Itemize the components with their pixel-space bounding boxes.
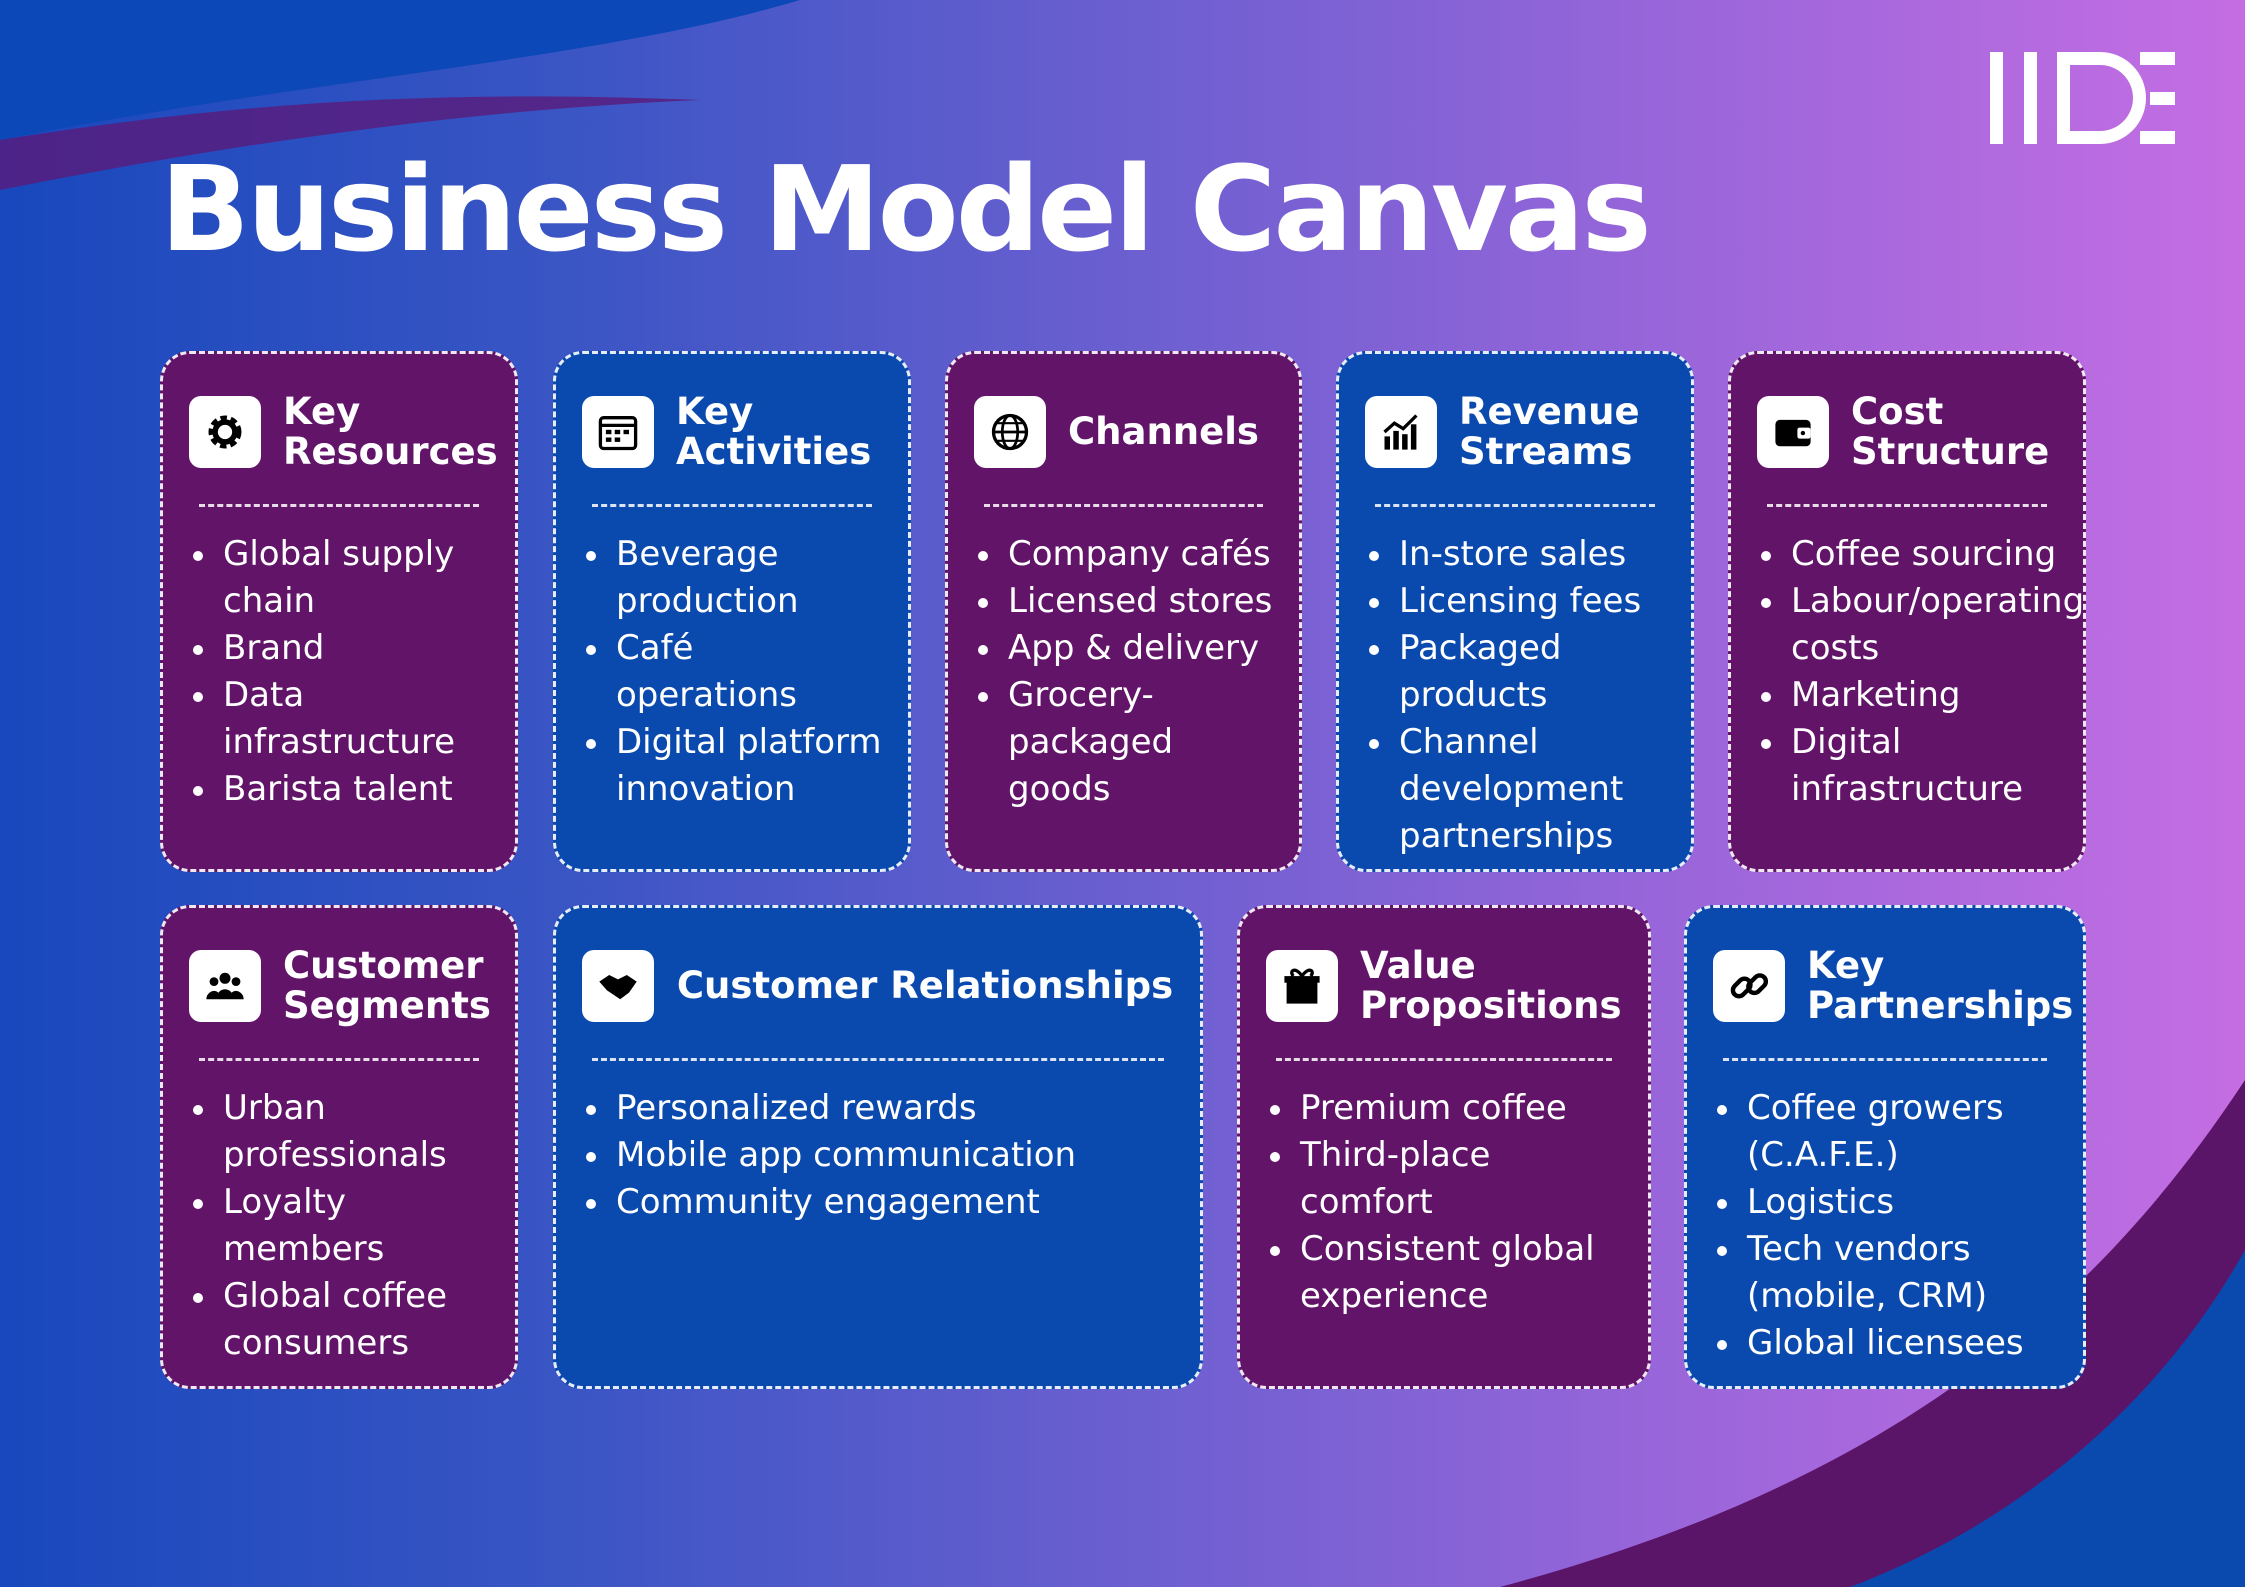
- list-item: Urban professionals: [189, 1085, 489, 1179]
- list-item: Global supply chain: [189, 531, 489, 625]
- divider: [1276, 1058, 1612, 1061]
- card-header: Value Propositions: [1266, 936, 1622, 1036]
- list-item: Brand: [189, 625, 489, 672]
- list-item: Mobile app communication: [582, 1132, 1174, 1179]
- list-item: Licensing fees: [1365, 578, 1665, 625]
- list-item: Global licensees: [1713, 1320, 2057, 1367]
- card-title: Revenue Streams: [1459, 390, 1640, 473]
- divider: [592, 1058, 1164, 1061]
- list-item: Packaged products: [1365, 625, 1665, 719]
- list-item: Premium coffee: [1266, 1085, 1622, 1132]
- wallet-icon: [1757, 396, 1829, 468]
- list-item: Company cafés: [974, 531, 1273, 578]
- list-item: Data infrastructure: [189, 672, 489, 766]
- divider: [1375, 504, 1655, 507]
- divider: [199, 1058, 479, 1061]
- divider: [592, 504, 872, 507]
- chart-icon: [1365, 396, 1437, 468]
- divider: [984, 504, 1263, 507]
- list-item: Personalized rewards: [582, 1085, 1174, 1132]
- list-item: Community engagement: [582, 1179, 1174, 1226]
- list-item: Licensed stores: [974, 578, 1273, 625]
- card-header: Key Resources: [189, 382, 498, 482]
- list-item: Grocery-packaged goods: [974, 672, 1273, 813]
- list-item: Digital platform innovation: [582, 719, 882, 813]
- card-header: Key Partnerships: [1713, 936, 2073, 1036]
- list-item: Coffee sourcing: [1757, 531, 2057, 578]
- list-item: Labour/operating costs: [1757, 578, 2084, 672]
- link-icon: [1713, 950, 1785, 1022]
- card-header: Customer Relationships: [582, 936, 1174, 1036]
- list-item: Barista talent: [189, 766, 489, 813]
- card-header: Key Activities: [582, 382, 882, 482]
- card-title: Value Propositions: [1360, 944, 1622, 1027]
- list-item: Third-place comfort: [1266, 1132, 1622, 1226]
- card-title: Customer Relationships: [676, 964, 1174, 1007]
- list-item: Café operations: [582, 625, 882, 719]
- globe-icon: [974, 396, 1046, 468]
- divider: [1767, 504, 2047, 507]
- card-title: Customer Segments: [283, 944, 491, 1027]
- list-item: Logistics: [1713, 1179, 2057, 1226]
- card-title: Cost Structure: [1851, 390, 2050, 473]
- gift-icon: [1266, 950, 1338, 1022]
- card-title: Key Partnerships: [1807, 944, 2074, 1027]
- list-item: Consistent global experience: [1266, 1226, 1622, 1320]
- list-item: Digital infrastructure: [1757, 719, 2057, 813]
- gear-icon: [189, 396, 261, 468]
- list-item: Beverage production: [582, 531, 882, 625]
- handshake-icon: [582, 950, 654, 1022]
- iide-logo: [1990, 52, 2175, 144]
- card-header: Cost Structure: [1757, 382, 2057, 482]
- list-item: Global coffee consumers: [189, 1273, 489, 1367]
- list-item: Marketing: [1757, 672, 2057, 719]
- card-title: Key Resources: [283, 390, 498, 473]
- list-item: Loyalty members: [189, 1179, 489, 1273]
- list-item: Channel development partnerships: [1365, 719, 1665, 860]
- users-icon: [189, 950, 261, 1022]
- card-header: Customer Segments: [189, 936, 491, 1036]
- card-header: Revenue Streams: [1365, 382, 1665, 482]
- card-header: Channels: [974, 382, 1273, 482]
- page-title: Business Model Canvas: [160, 140, 1652, 278]
- card-title: Key Activities: [676, 390, 872, 473]
- list-item: Tech vendors (mobile, CRM): [1713, 1226, 2057, 1320]
- calendar-icon: [582, 396, 654, 468]
- list-item: Coffee growers (C.A.F.E.): [1713, 1085, 2057, 1179]
- list-item: App & delivery: [974, 625, 1273, 672]
- divider: [199, 504, 479, 507]
- card-title: Channels: [1068, 410, 1259, 453]
- list-item: In-store sales: [1365, 531, 1665, 578]
- divider: [1723, 1058, 2047, 1061]
